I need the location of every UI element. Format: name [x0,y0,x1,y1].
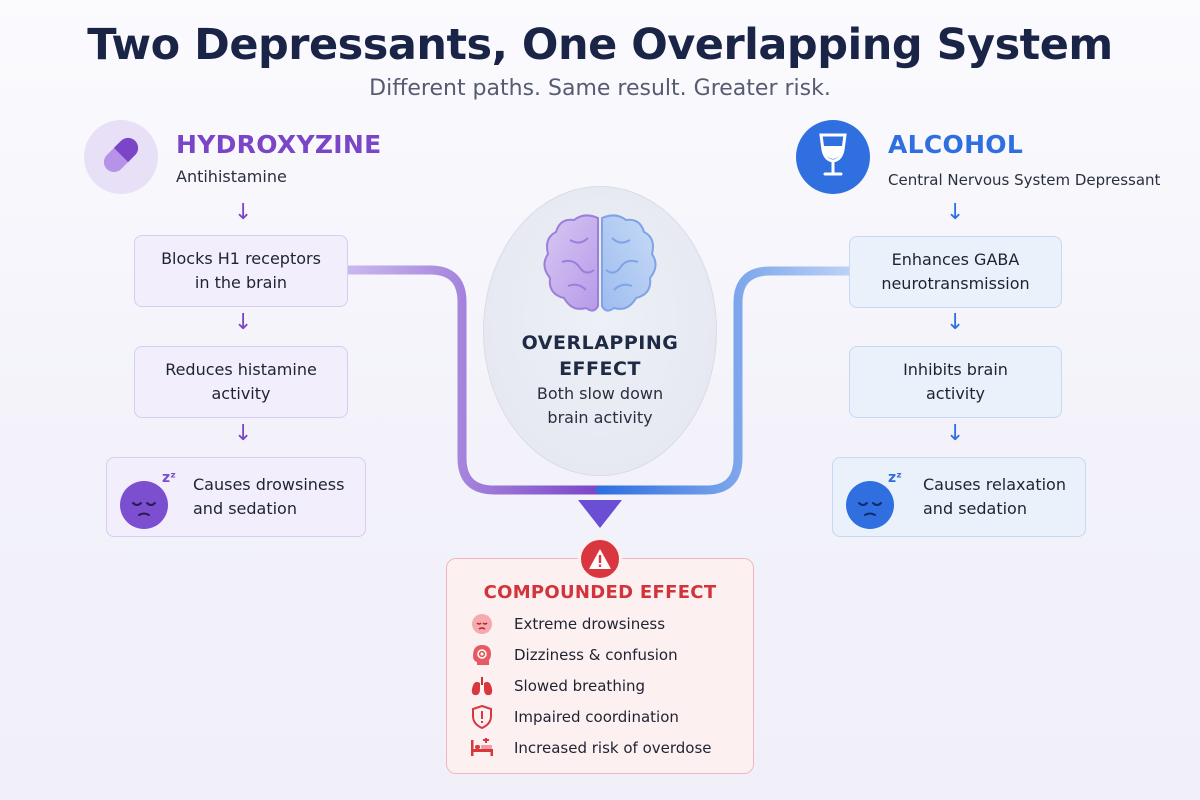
effect-label: Extreme drowsiness [514,615,666,633]
effect-item: Impaired coordination [470,705,679,729]
sleep-zz-icon: zᶻ [162,470,176,486]
down-arrow-icon: ↓ [234,200,253,225]
hydroxyzine-upper-connector [343,265,605,495]
step-text-line: activity [926,384,985,403]
step-text-line: Causes drowsiness [193,475,345,494]
page-subtitle: Different paths. Same result. Greater ri… [369,76,831,101]
effect-label: Slowed breathing [514,677,646,695]
compounded-title: COMPOUNDED EFFECT [483,582,717,603]
step-text-line: in the brain [194,273,288,292]
brain-icon [540,212,660,320]
compounded-effect-box [446,558,754,774]
step-text-line: Blocks H1 receptors [161,249,321,268]
effect-item: Increased risk of overdose [470,736,712,760]
down-arrow-icon: ↓ [946,310,965,335]
effect-item: Dizziness & confusion [470,643,678,667]
alcohol-badge [796,120,870,194]
step-text-line: Reduces histamine [165,360,317,379]
page-title: Two Depressants, One Overlapping System [87,20,1113,70]
sleep-zz-icon: zᶻ [888,470,902,486]
effect-item: Extreme drowsiness [470,612,665,636]
overlap-description: Both slow down brain activity [483,382,717,430]
shield-alert-icon [470,705,494,729]
warning-icon [578,537,622,581]
step-text-line: and sedation [193,499,297,518]
down-arrow-icon: ↓ [234,421,253,446]
effect-label: Dizziness & confusion [514,646,678,664]
merge-arrowhead [578,500,622,528]
step-text-line: Causes relaxation [923,475,1066,494]
sleepy-face-icon [846,481,894,529]
effect-label: Impaired coordination [514,708,679,726]
sleepy-face-icon [470,612,494,636]
hospital-bed-icon [470,736,494,760]
overlap-ellipse [483,186,717,476]
hydroxyzine-class: Antihistamine [176,167,287,186]
hydroxyzine-badge [84,120,158,194]
overlap-title-line: EFFECT [559,358,641,380]
step-text-line: activity [211,384,271,403]
lungs-icon [470,674,494,698]
down-arrow-icon: ↓ [946,200,965,225]
overlap-text-line: Both slow down [536,384,664,403]
step-text-line: and sedation [923,499,1027,518]
overlap-title-line: OVERLAPPING [521,332,679,354]
pill-icon [98,132,144,182]
down-arrow-icon: ↓ [234,310,253,335]
step-text-line: neurotransmission [881,274,1030,293]
effect-item: Slowed breathing [470,674,645,698]
effect-label: Increased risk of overdose [514,739,712,757]
alcohol-class: Central Nervous System Depressant [888,171,1161,189]
overlap-title: OVERLAPPING EFFECT [483,330,717,382]
overlap-text-line: brain activity [547,408,653,427]
dizzy-head-icon [470,643,494,667]
hydroxyzine-step-1: Blocks H1 receptors in the brain [134,235,348,307]
step-text-line: Enhances GABA [891,250,1020,269]
step-text-line: Inhibits brain [903,360,1008,379]
hydroxyzine-name: HYDROXYZINE [176,130,382,159]
alcohol-name: ALCOHOL [888,130,1024,159]
alcohol-upper-connector [595,266,855,495]
alcohol-step-2: Inhibits brain activity [849,346,1062,418]
down-arrow-icon: ↓ [946,421,965,446]
hydroxyzine-step-2: Reduces histamine activity [134,346,348,418]
alcohol-step-1: Enhances GABA neurotransmission [849,236,1062,308]
wine-glass-icon [813,132,853,182]
sleepy-face-icon [120,481,168,529]
